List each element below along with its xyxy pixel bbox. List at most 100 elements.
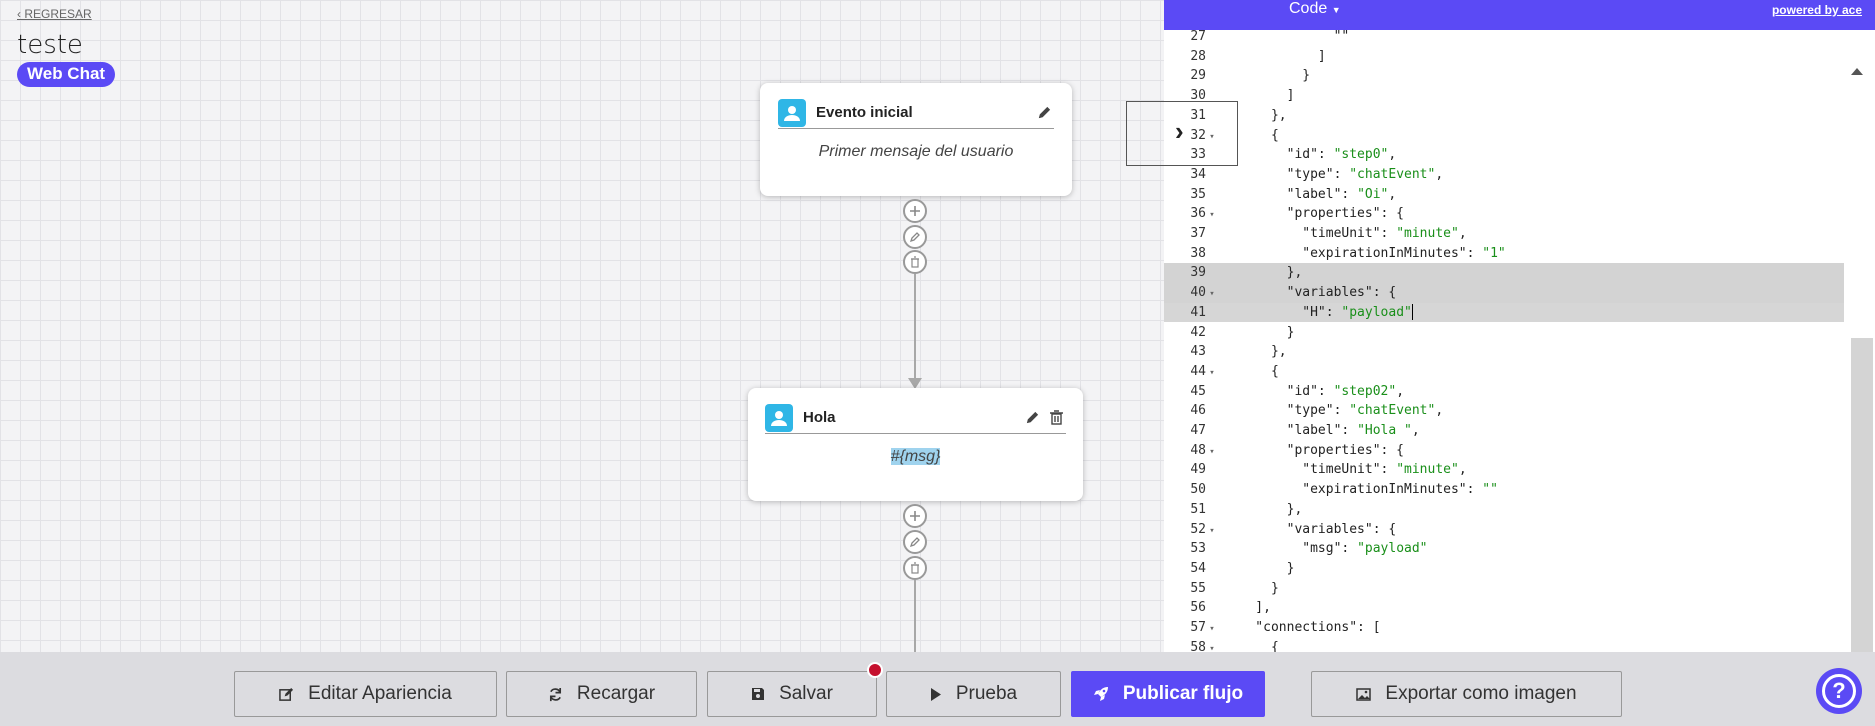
node-title: Evento inicial xyxy=(816,104,913,121)
code-line[interactable]: 41 "H": "payload" xyxy=(1164,302,1844,323)
code-line[interactable]: 44▾ { xyxy=(1164,362,1844,382)
test-button[interactable]: Prueba xyxy=(886,671,1061,717)
code-line[interactable]: 55 } xyxy=(1164,579,1844,599)
collapse-panel-button[interactable]: › xyxy=(1126,101,1238,166)
save-button[interactable]: Salvar xyxy=(707,671,877,717)
fold-arrow-icon[interactable]: ▾ xyxy=(1209,624,1215,634)
caret-down-icon: ▼ xyxy=(1331,5,1341,15)
flow-canvas[interactable]: ‹ REGRESAR teste Web Chat Evento inicial… xyxy=(0,0,1164,652)
fold-arrow-icon[interactable]: ▾ xyxy=(1209,131,1215,142)
code-text: } xyxy=(1224,68,1311,84)
fold-arrow-icon[interactable]: ▾ xyxy=(1209,289,1215,300)
variable-token: #{msg} xyxy=(890,448,941,465)
code-line[interactable]: 31 }, xyxy=(1164,106,1844,126)
code-line[interactable]: 46 "type": "chatEvent", xyxy=(1164,401,1844,421)
fold-arrow-icon[interactable]: ▾ xyxy=(1209,643,1215,652)
channel-badge: Web Chat xyxy=(17,62,116,87)
publish-flow-button[interactable]: Publicar flujo xyxy=(1071,671,1265,717)
line-number: 41 xyxy=(1190,304,1206,320)
code-line[interactable]: 40▾ "variables": { xyxy=(1164,283,1844,303)
edit-appearance-button[interactable]: Editar Apariencia xyxy=(234,671,497,717)
fold-arrow-icon[interactable]: ▾ xyxy=(1209,210,1215,221)
code-text: "type": "chatEvent", xyxy=(1224,403,1444,419)
line-number: 58 xyxy=(1190,639,1206,652)
code-line[interactable]: 56 ], xyxy=(1164,598,1844,618)
scroll-up-arrow-icon[interactable] xyxy=(1851,68,1863,75)
flow-node-hola[interactable]: Hola #{msg} xyxy=(748,388,1083,501)
code-line[interactable]: 52▾ "variables": { xyxy=(1164,520,1844,540)
connector-line xyxy=(914,580,916,652)
code-line[interactable]: 57▾ "connections": [ xyxy=(1164,618,1844,638)
code-line[interactable]: 45 "id": "step02", xyxy=(1164,382,1844,402)
help-button[interactable]: ? xyxy=(1816,668,1862,714)
unsaved-indicator xyxy=(867,662,883,678)
code-line[interactable]: 43 }, xyxy=(1164,342,1844,362)
code-text: }, xyxy=(1224,344,1287,360)
code-line[interactable]: 29 } xyxy=(1164,66,1844,86)
export-image-button[interactable]: Exportar como imagen xyxy=(1311,671,1622,717)
trash-icon[interactable] xyxy=(1046,408,1066,428)
line-number: 57 xyxy=(1190,620,1206,635)
code-text: ] xyxy=(1224,88,1295,104)
editor-scrollbar[interactable] xyxy=(1851,338,1873,652)
code-text: } xyxy=(1224,560,1295,576)
code-line[interactable]: 54 } xyxy=(1164,559,1844,579)
node-header: Hola xyxy=(765,402,1066,434)
code-line[interactable]: 30 ] xyxy=(1164,86,1844,106)
code-text: "id": "step02", xyxy=(1224,383,1405,399)
code-line[interactable]: 58▾ { xyxy=(1164,638,1844,652)
fold-arrow-icon[interactable]: ▾ xyxy=(1209,367,1215,378)
code-line[interactable]: 34 "type": "chatEvent", xyxy=(1164,165,1844,185)
code-line[interactable]: 28 ] xyxy=(1164,47,1844,67)
code-tab[interactable]: Code ▼ xyxy=(1289,0,1341,17)
save-icon xyxy=(752,688,765,700)
code-text: "connections": [ xyxy=(1224,620,1381,635)
delete-connection-button[interactable] xyxy=(903,250,927,274)
code-line[interactable]: 38 "expirationInMinutes": "1" xyxy=(1164,244,1844,264)
edit-connection-button[interactable] xyxy=(903,530,927,554)
code-line[interactable]: 35 "label": "Oi", xyxy=(1164,185,1844,205)
fold-arrow-icon[interactable]: ▾ xyxy=(1209,446,1215,457)
fold-arrow-icon[interactable]: ▾ xyxy=(1209,525,1215,536)
code-text: "" xyxy=(1224,30,1350,44)
pencil-icon[interactable] xyxy=(1022,408,1042,428)
line-number: 34 xyxy=(1190,166,1206,182)
code-text: }, xyxy=(1224,107,1287,123)
code-line[interactable]: 50 "expirationInMinutes": "" xyxy=(1164,480,1844,500)
code-text: } xyxy=(1224,324,1295,340)
code-line[interactable]: 48▾ "properties": { xyxy=(1164,441,1844,461)
edit-connection-button[interactable] xyxy=(903,225,927,249)
code-line[interactable]: 53 "msg": "payload" xyxy=(1164,539,1844,559)
user-icon xyxy=(778,98,806,127)
pencil-icon[interactable] xyxy=(1034,103,1054,123)
back-link[interactable]: ‹ REGRESAR xyxy=(17,7,92,21)
powered-by-link[interactable]: powered by ace xyxy=(1771,3,1862,17)
line-number: 47 xyxy=(1190,423,1206,438)
code-line[interactable]: 37 "timeUnit": "minute", xyxy=(1164,224,1844,244)
code-line[interactable]: 39 }, xyxy=(1164,263,1844,284)
code-text: "timeUnit": "minute", xyxy=(1224,462,1467,478)
delete-connection-button[interactable] xyxy=(903,556,927,580)
code-text: "label": "Hola ", xyxy=(1224,423,1420,438)
code-line[interactable]: 42 } xyxy=(1164,323,1844,343)
code-line[interactable]: 49 "timeUnit": "minute", xyxy=(1164,460,1844,480)
code-line[interactable]: 32▾ { xyxy=(1164,126,1844,146)
connector-arrow xyxy=(908,378,922,389)
code-line[interactable]: 51 }, xyxy=(1164,500,1844,520)
code-text: "expirationInMinutes": "" xyxy=(1224,482,1498,498)
code-line[interactable]: 27 "" xyxy=(1164,30,1844,47)
code-line[interactable]: 36▾ "properties": { xyxy=(1164,204,1844,224)
line-number: 36 xyxy=(1190,206,1206,222)
add-step-button[interactable] xyxy=(903,504,927,528)
code-text: { xyxy=(1224,363,1279,379)
flow-node-start[interactable]: Evento inicial Primer mensaje del usuari… xyxy=(760,83,1072,196)
line-number: 51 xyxy=(1190,501,1206,517)
code-line[interactable]: 47 "label": "Hola ", xyxy=(1164,421,1844,441)
line-number: 56 xyxy=(1190,600,1206,616)
edit-icon xyxy=(279,687,294,701)
node-title: Hola xyxy=(803,409,836,426)
code-editor[interactable]: 27 ""28 ]29 }30 ]31 },32▾ {33 "id": "ste… xyxy=(1164,30,1875,652)
code-line[interactable]: 33 "id": "step0", xyxy=(1164,145,1844,165)
add-step-button[interactable] xyxy=(903,199,927,223)
reload-button[interactable]: Recargar xyxy=(506,671,697,717)
